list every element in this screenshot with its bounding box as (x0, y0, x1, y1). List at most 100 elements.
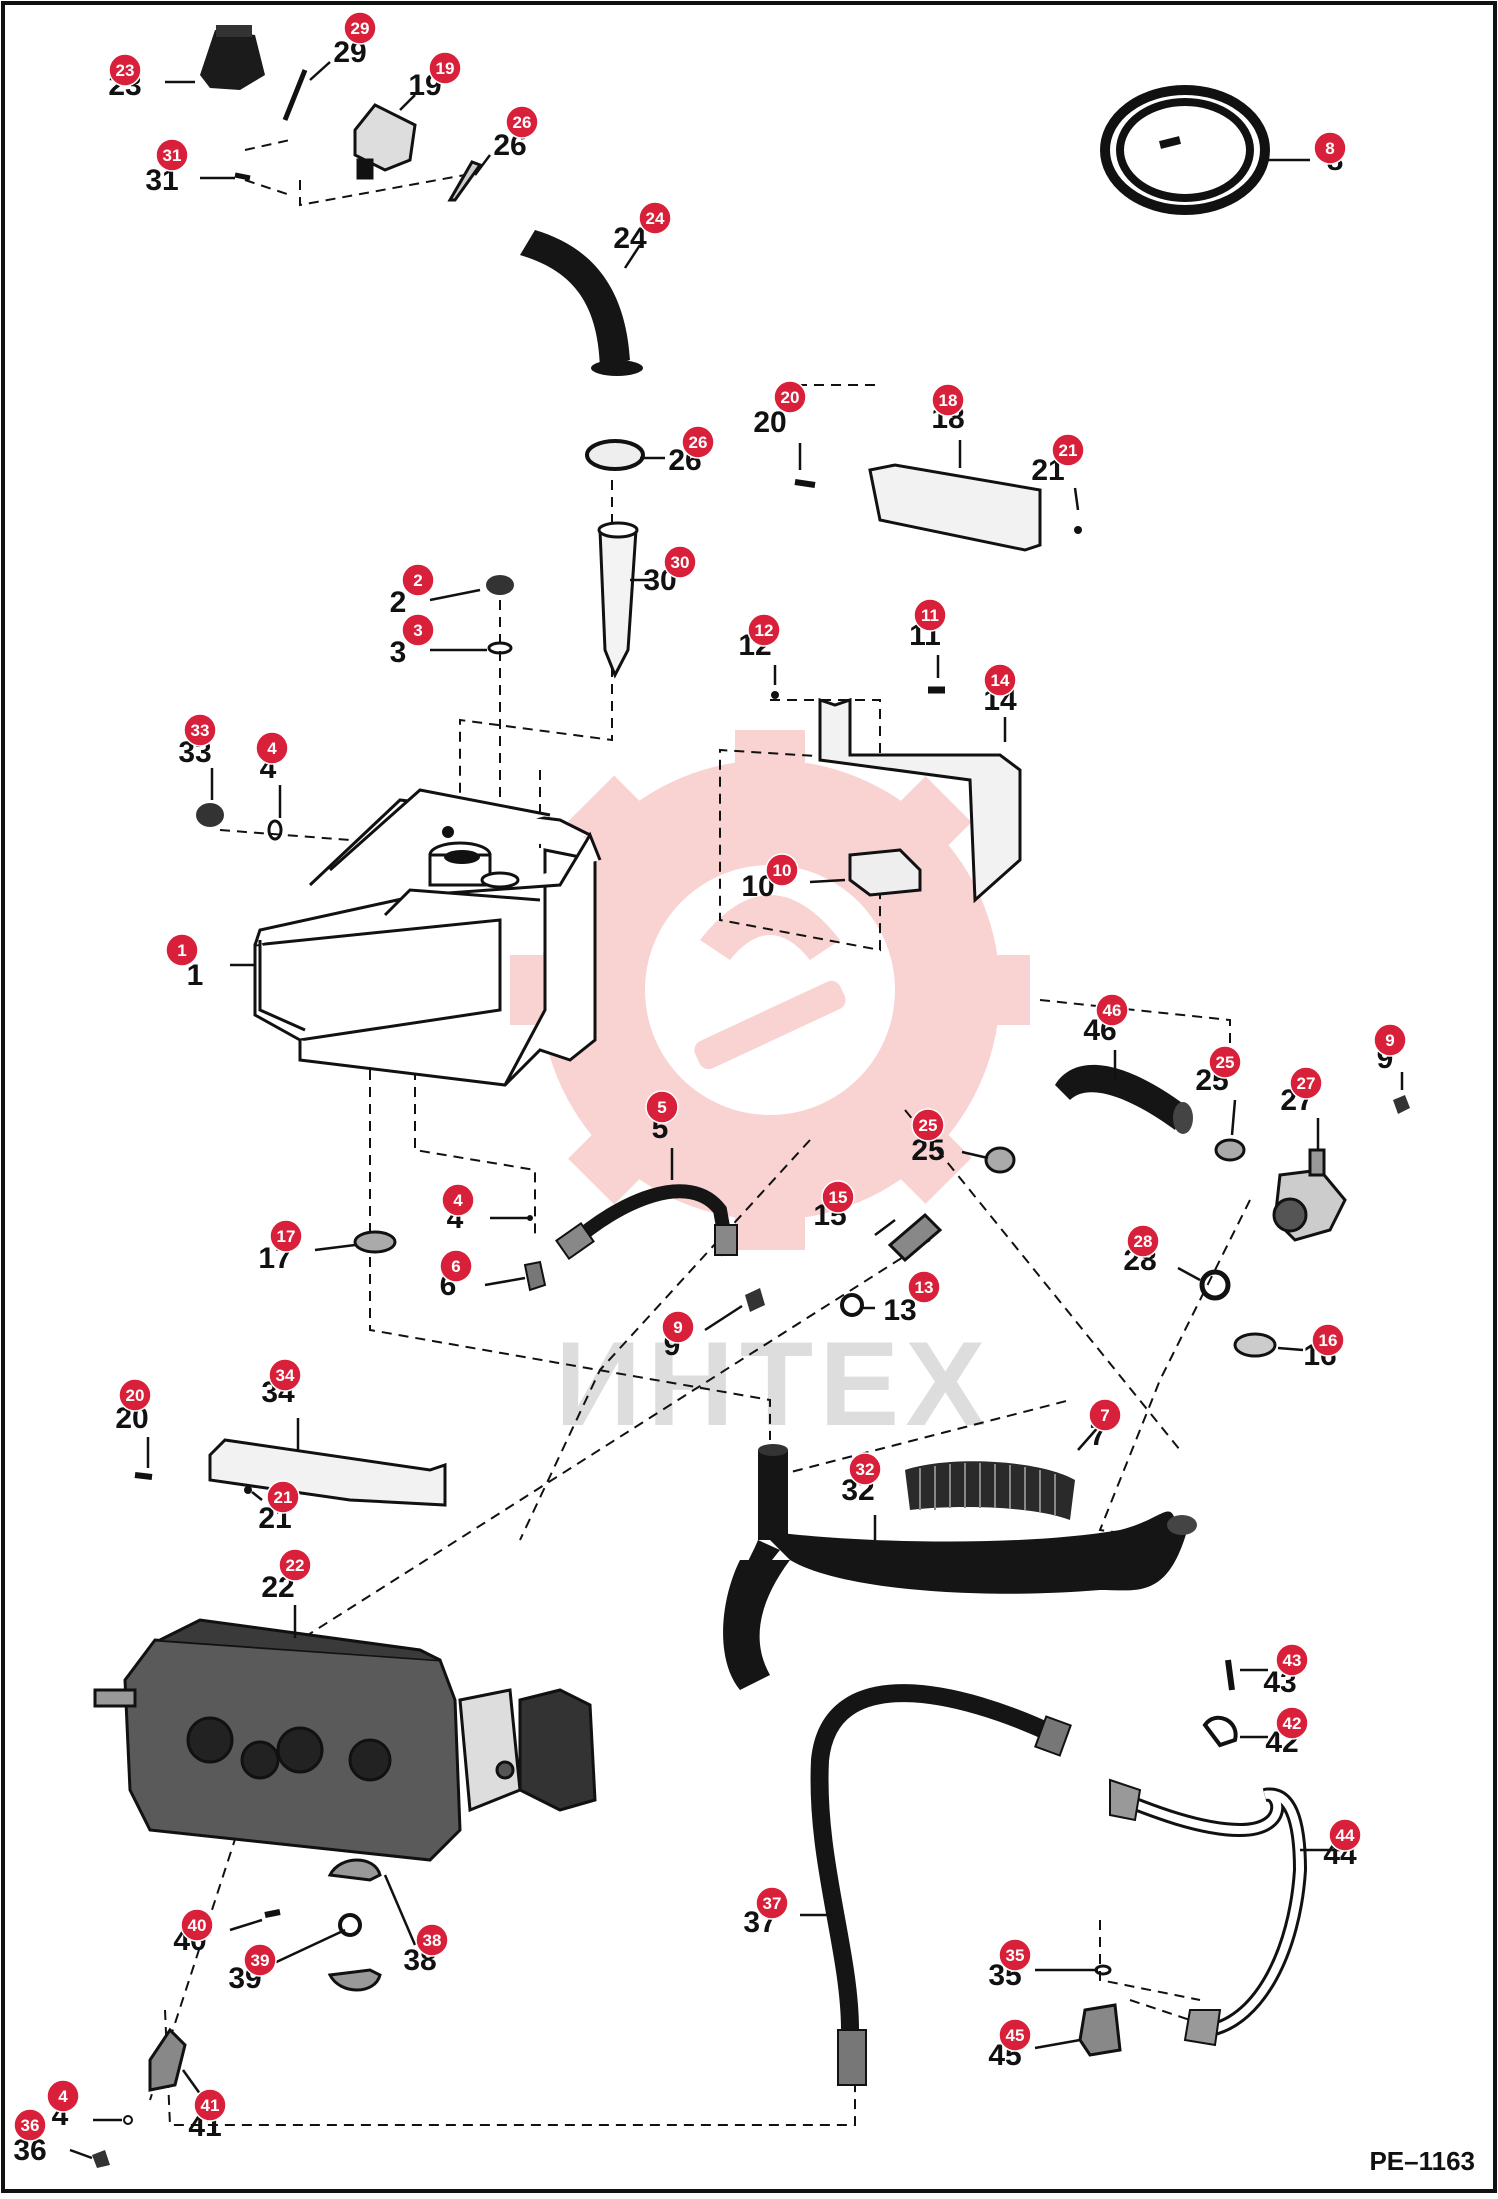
part-19-neck (353, 103, 417, 180)
part-20-bolt-2 (134, 1472, 153, 1480)
part-10-pad (848, 848, 922, 897)
callout-badge (1311, 1323, 1345, 1357)
part-34-bracket (208, 1438, 447, 1507)
callout-leader-line (704, 1304, 743, 1332)
callout-badge-number: 25 (1216, 1053, 1235, 1072)
callout-leader-line (309, 61, 331, 81)
callout-badge (1328, 1818, 1362, 1852)
callout-badge (1051, 433, 1085, 467)
part-31-screw (234, 172, 251, 181)
callout-5: 55 (645, 1090, 679, 1180)
callout-badge-number: 28 (1134, 1232, 1153, 1251)
callout-badge-number: 3 (413, 621, 422, 640)
callout-badge (681, 425, 715, 459)
callout-badge-number: 24 (646, 209, 665, 228)
part-5-hose (555, 1184, 738, 1261)
callout-leader-line (1277, 1346, 1304, 1352)
callout-badge-number: 17 (277, 1227, 296, 1246)
part-23-fill-cap (200, 25, 265, 90)
callout-leader-line (229, 1918, 263, 1932)
part-42-clamp (1202, 1715, 1238, 1748)
callout-leader-line (1177, 1266, 1201, 1282)
part-43-bolt (1225, 1659, 1235, 1691)
part-21-nut-2 (244, 1486, 252, 1494)
callout-badge (1275, 1706, 1309, 1740)
callout-badge-number: 46 (1103, 1001, 1122, 1020)
callout-badge-number: 32 (856, 1460, 875, 1479)
callout-badge (755, 1886, 789, 1920)
callout-badge (46, 2079, 80, 2113)
callout-leader-line (251, 1491, 263, 1501)
callout-leader-line (484, 1276, 526, 1287)
assembly-lines (149, 139, 1251, 2126)
callout-badge-number: 18 (939, 391, 958, 410)
callout-leader-line (383, 1874, 417, 1946)
callout-badge (913, 598, 947, 632)
callout-badge-number: 38 (423, 1931, 442, 1950)
callout-badge (255, 731, 289, 765)
part-37-hose (810, 1684, 1072, 2086)
callout-badge-number: 1 (177, 941, 186, 960)
callout-6: 66 (439, 1249, 526, 1302)
callout-badge-number: 7 (1100, 1406, 1109, 1425)
callout-badge (183, 713, 217, 747)
callout-badge (266, 1480, 300, 1514)
callout-leader-line (269, 1928, 346, 1967)
callout-badge (998, 1938, 1032, 1972)
callout-badge (821, 1180, 855, 1214)
callout-badge (1275, 1643, 1309, 1677)
callout-badge-number: 10 (773, 861, 792, 880)
callout-badge (1208, 1045, 1242, 1079)
callout-badge-number: 21 (1059, 441, 1078, 460)
part-28-oring (1199, 1269, 1231, 1301)
part-20-bolt (794, 479, 816, 488)
callout-8: 88 (1265, 131, 1347, 177)
callout-badge (907, 1270, 941, 1304)
callout-badge (663, 545, 697, 579)
callout-badge-number: 39 (251, 1951, 270, 1970)
callout-badge-number: 26 (689, 433, 708, 452)
callout-badge-number: 22 (286, 1556, 305, 1575)
callout-leader-line (1073, 487, 1080, 511)
callout-9: 99 (1373, 1023, 1407, 1090)
callout-badge-number: 9 (673, 1318, 682, 1337)
callout-badge-number: 20 (126, 1386, 145, 1405)
callout-number: 2 (390, 586, 407, 619)
callout-badge-number: 44 (1336, 1826, 1355, 1845)
part-4-oring-2 (527, 1215, 533, 1221)
diagram-code: PE–1163 (1369, 2146, 1475, 2176)
callout-4: 44 (46, 2079, 122, 2132)
part-25-clamp (1214, 1138, 1246, 1162)
part-2-cap (486, 575, 514, 595)
part-38-flange-2 (327, 1968, 382, 1992)
part-13-oring (840, 1293, 864, 1317)
callout-badge-number: 30 (671, 553, 690, 572)
part-30-strainer (598, 528, 638, 679)
callout-leader-line (961, 1150, 989, 1160)
callout-badge (1095, 993, 1129, 1027)
part-41-fitting (148, 2027, 187, 2092)
callout-badge (645, 1090, 679, 1124)
callout-number: 20 (753, 406, 786, 439)
callout-leader-line (429, 588, 481, 602)
callout-7: 77 (1077, 1398, 1122, 1452)
part-40-bolt (264, 1909, 281, 1918)
callout-badge-number: 23 (116, 61, 135, 80)
